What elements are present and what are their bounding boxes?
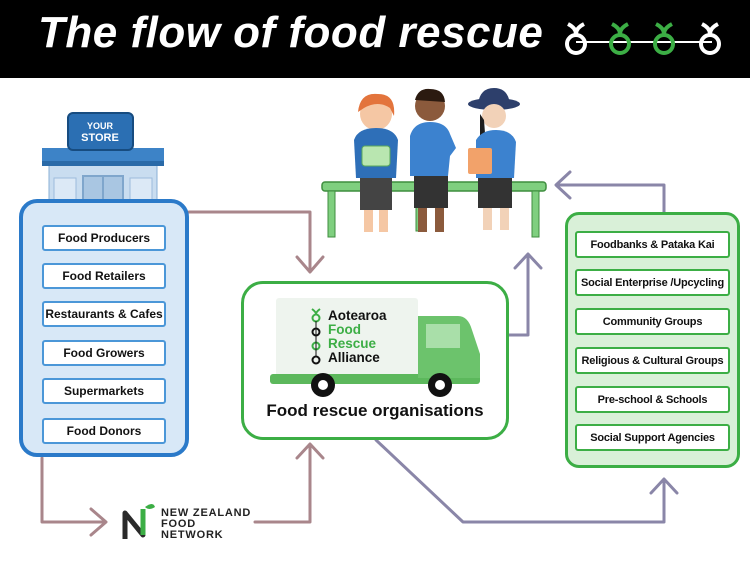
alliance-word-2: Food	[328, 322, 361, 337]
sprout-icon	[653, 22, 675, 55]
nz-food-network-logo-icon	[122, 504, 155, 539]
source-item: Food Producers	[42, 225, 166, 251]
recipient-item: Social Support Agencies	[575, 424, 730, 451]
source-item: Food Donors	[42, 418, 166, 444]
recipient-item: Religious & Cultural Groups	[575, 347, 730, 374]
sprout-icon	[699, 22, 721, 55]
person-left	[354, 93, 398, 232]
arrow-network-to-center	[253, 442, 325, 524]
recipient-item: Pre-school & Schools	[575, 386, 730, 413]
arrow-sources-to-network	[40, 456, 108, 537]
source-item: Food Retailers	[42, 263, 166, 289]
recipient-item: Social Enterprise /Upcycling	[575, 269, 730, 296]
sprout-icon	[565, 22, 587, 55]
person-middle	[410, 88, 456, 232]
arrow-sources-to-center	[187, 210, 325, 274]
alliance-word-1: Aotearoa	[328, 308, 387, 323]
food-rescue-label: Food rescue organisations	[266, 401, 484, 420]
page-title: The flow of food rescue	[38, 8, 544, 57]
network-logo-line-2: FOOD	[161, 518, 196, 530]
delivery-truck-illustration	[270, 298, 480, 397]
source-item: Food Growers	[42, 340, 166, 366]
alliance-word-4: Alliance	[328, 350, 380, 365]
network-logo-line-3: NETWORK	[161, 529, 224, 541]
sprout-icon	[609, 22, 631, 55]
alliance-word-3: Rescue	[328, 336, 377, 351]
recipient-item: Foodbanks & Pataka Kai	[575, 231, 730, 258]
store-illustration: YOUR STORE	[42, 112, 164, 215]
source-item: Supermarkets	[42, 378, 166, 404]
header-bar: The flow of food rescue	[0, 0, 750, 78]
network-logo-line-1: NEW ZEALAND	[161, 507, 252, 519]
alliance-bullet-icons	[311, 308, 321, 365]
recipient-item: Community Groups	[575, 308, 730, 335]
source-item: Restaurants & Cafes	[42, 301, 166, 327]
person-right	[468, 88, 520, 230]
arrow-recipients-to-people	[554, 170, 666, 214]
alliance-logo-icons	[565, 22, 721, 55]
arrow-center-to-recipients	[374, 438, 679, 524]
store-sign-line2: STORE	[81, 132, 119, 144]
store-sign-line1: YOUR	[87, 121, 114, 131]
arrow-center-to-people	[507, 252, 543, 337]
people-on-bench-illustration	[321, 88, 547, 238]
